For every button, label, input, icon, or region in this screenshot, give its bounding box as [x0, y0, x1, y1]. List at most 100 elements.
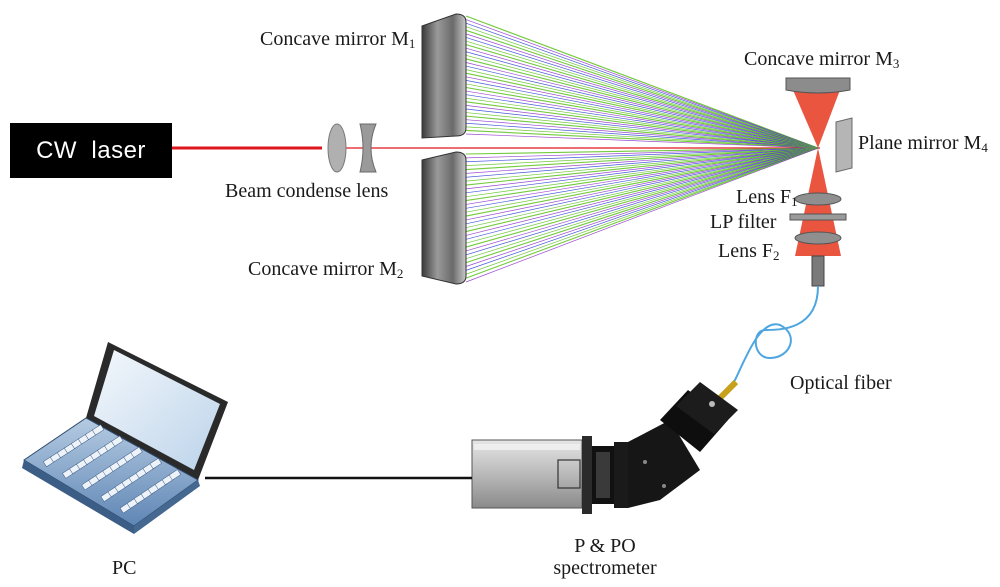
light-ray — [465, 147, 819, 174]
laser-label: CW laser — [36, 136, 146, 164]
light-ray — [465, 122, 819, 149]
light-ray — [465, 147, 819, 225]
light-ray — [465, 15, 819, 149]
light-ray — [465, 147, 819, 205]
mirror-m2-label: Concave mirror M2 — [248, 258, 404, 281]
light-ray — [465, 147, 819, 279]
light-ray — [465, 115, 819, 149]
light-ray — [465, 147, 819, 271]
light-ray — [465, 147, 819, 256]
light-ray — [465, 147, 819, 171]
condense-lens-concave — [359, 123, 377, 173]
condense-lens-convex — [327, 123, 347, 173]
light-ray — [465, 76, 819, 149]
mirror-m1 — [421, 13, 467, 139]
light-ray — [465, 80, 819, 149]
laptop-key — [168, 469, 182, 481]
light-ray — [465, 33, 819, 149]
mirror-m4-label: Plane mirror M4 — [858, 132, 988, 155]
light-ray — [465, 147, 819, 221]
light-ray — [465, 119, 819, 149]
light-ray — [465, 147, 819, 217]
lens-f1 — [794, 192, 842, 206]
light-ray — [465, 147, 819, 267]
light-ray — [465, 44, 819, 149]
pc-label: PC — [112, 557, 137, 579]
lens-label: Beam condense lens — [225, 180, 389, 202]
light-ray — [465, 40, 819, 149]
light-ray — [465, 147, 819, 209]
light-ray — [465, 19, 819, 149]
mirror-m4 — [835, 117, 853, 173]
light-ray — [465, 54, 819, 149]
fiber-connector — [715, 379, 739, 403]
light-ray — [465, 147, 819, 236]
mirror-m3-label: Concave mirror M3 — [744, 48, 900, 71]
light-ray — [465, 147, 819, 244]
fiber-coupler — [811, 255, 825, 287]
mirror-m3 — [785, 77, 851, 94]
light-ray — [465, 86, 819, 149]
light-ray — [465, 22, 819, 149]
light-ray — [465, 108, 819, 149]
light-ray — [465, 97, 819, 149]
ray-fan-m1 — [465, 15, 819, 149]
laptop-key — [91, 424, 105, 436]
lens-f2-label: Lens F2 — [718, 240, 780, 263]
lp-filter-label: LP filter — [710, 211, 777, 233]
light-ray — [465, 147, 819, 229]
light-ray — [465, 147, 819, 155]
lens-f1-label: Lens F1 — [736, 186, 798, 209]
light-ray — [465, 147, 819, 198]
light-ray — [465, 147, 819, 202]
light-ray — [465, 101, 819, 149]
light-ray — [465, 147, 819, 275]
light-ray — [465, 147, 819, 186]
spectrometer-icon — [471, 382, 738, 514]
fiber-label: Optical fiber — [790, 372, 892, 394]
light-ray — [465, 69, 819, 149]
light-ray — [465, 94, 819, 149]
light-ray — [465, 62, 819, 149]
ray-fan-m2 — [465, 147, 819, 283]
light-ray — [465, 51, 819, 149]
laptop-icon — [22, 342, 228, 534]
light-ray — [465, 147, 819, 159]
light-ray — [465, 129, 819, 149]
light-ray — [465, 147, 819, 264]
laptop-key — [130, 446, 143, 458]
light-ray — [465, 112, 819, 149]
lp-filter — [789, 213, 847, 221]
spectrometer-label-line1: P & PO — [574, 535, 636, 557]
light-ray — [465, 65, 819, 149]
laptop-key — [149, 457, 162, 470]
light-ray — [465, 147, 819, 166]
mirror-m1-label: Concave mirror M1 — [260, 28, 416, 51]
light-ray — [465, 147, 819, 178]
light-ray — [465, 90, 819, 149]
light-ray — [465, 47, 819, 149]
laptop-keyboard — [42, 424, 182, 514]
light-ray — [465, 147, 819, 163]
light-ray — [465, 147, 819, 240]
light-ray — [465, 147, 819, 260]
light-ray — [465, 37, 819, 149]
light-ray — [465, 147, 819, 213]
lens-f2 — [794, 231, 842, 245]
light-ray — [465, 147, 819, 252]
light-ray — [465, 147, 819, 283]
light-ray — [465, 147, 819, 190]
light-ray — [465, 147, 819, 248]
light-ray — [465, 133, 819, 149]
spectrometer-label-line2: spectrometer — [553, 557, 657, 579]
light-ray — [465, 105, 819, 149]
laser-box — [10, 123, 172, 178]
light-ray — [465, 83, 819, 149]
laptop-key — [111, 435, 124, 447]
light-ray — [465, 126, 819, 149]
mirror-m2 — [421, 151, 467, 285]
focus-cone-upper — [793, 90, 840, 148]
light-ray — [465, 147, 819, 182]
light-ray — [465, 147, 819, 194]
